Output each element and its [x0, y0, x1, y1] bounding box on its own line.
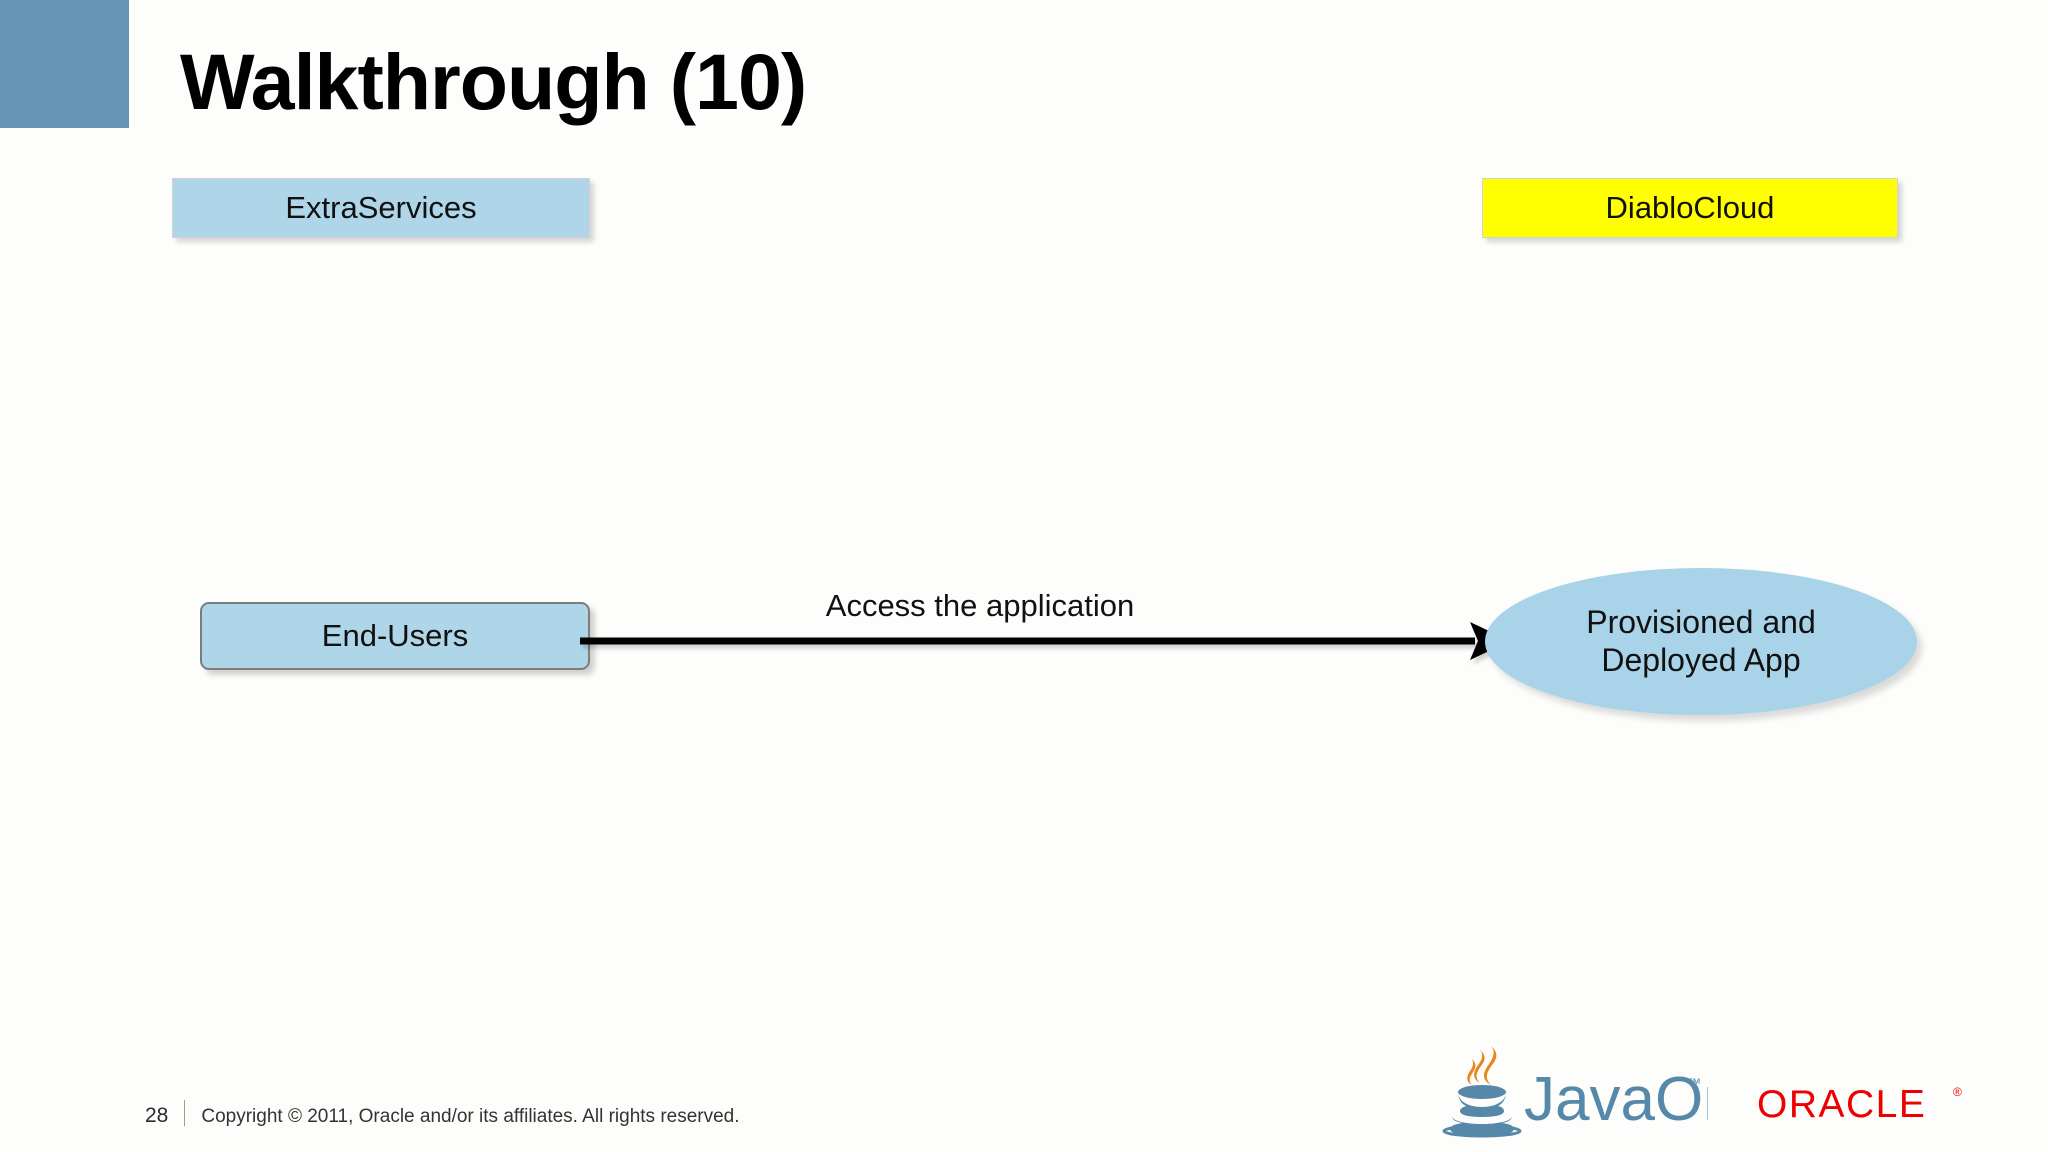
footer-copyright: Copyright © 2011, Oracle and/or its affi… [201, 1106, 740, 1127]
java-steam-icon [1467, 1046, 1497, 1085]
javaone-trademark: ™ [1687, 1075, 1701, 1091]
connector-label-access: Access the application [825, 588, 1135, 623]
node-label-extraservices: ExtraServices [285, 190, 477, 225]
node-label-diablocloud: DiabloCloud [1605, 190, 1775, 225]
footer: 28 Copyright © 2011, Oracle and/or its a… [145, 1096, 740, 1128]
diagram-node-extraservices[interactable]: ExtraServices [172, 178, 590, 238]
oracle-registered-mark: ® [1953, 1085, 1962, 1099]
diagram-node-end-users[interactable]: End-Users [200, 602, 590, 670]
node-label-provisioned-app-line1: Provisioned and [1586, 603, 1816, 640]
javaone-logo: JavaOne ™ [1442, 1046, 1708, 1138]
footer-page-number: 28 [145, 1104, 169, 1127]
node-label-end-users: End-Users [321, 618, 469, 653]
javaone-wordmark: JavaOne [1524, 1065, 1708, 1134]
accent-corner-block [0, 0, 129, 128]
footer-divider [184, 1100, 186, 1126]
node-label-provisioned-app-line2: Deployed App [1601, 641, 1801, 678]
oracle-logo: ORACLE ® [1757, 1083, 1962, 1126]
diagram-node-diablocloud[interactable]: DiabloCloud [1482, 178, 1898, 238]
diagram-node-provisioned-app[interactable]: Provisioned and Deployed App [1485, 568, 1917, 715]
oracle-wordmark: ORACLE [1757, 1083, 1926, 1126]
java-cup-icon [1442, 1085, 1522, 1138]
page-title: Walkthrough (10) [180, 37, 807, 126]
